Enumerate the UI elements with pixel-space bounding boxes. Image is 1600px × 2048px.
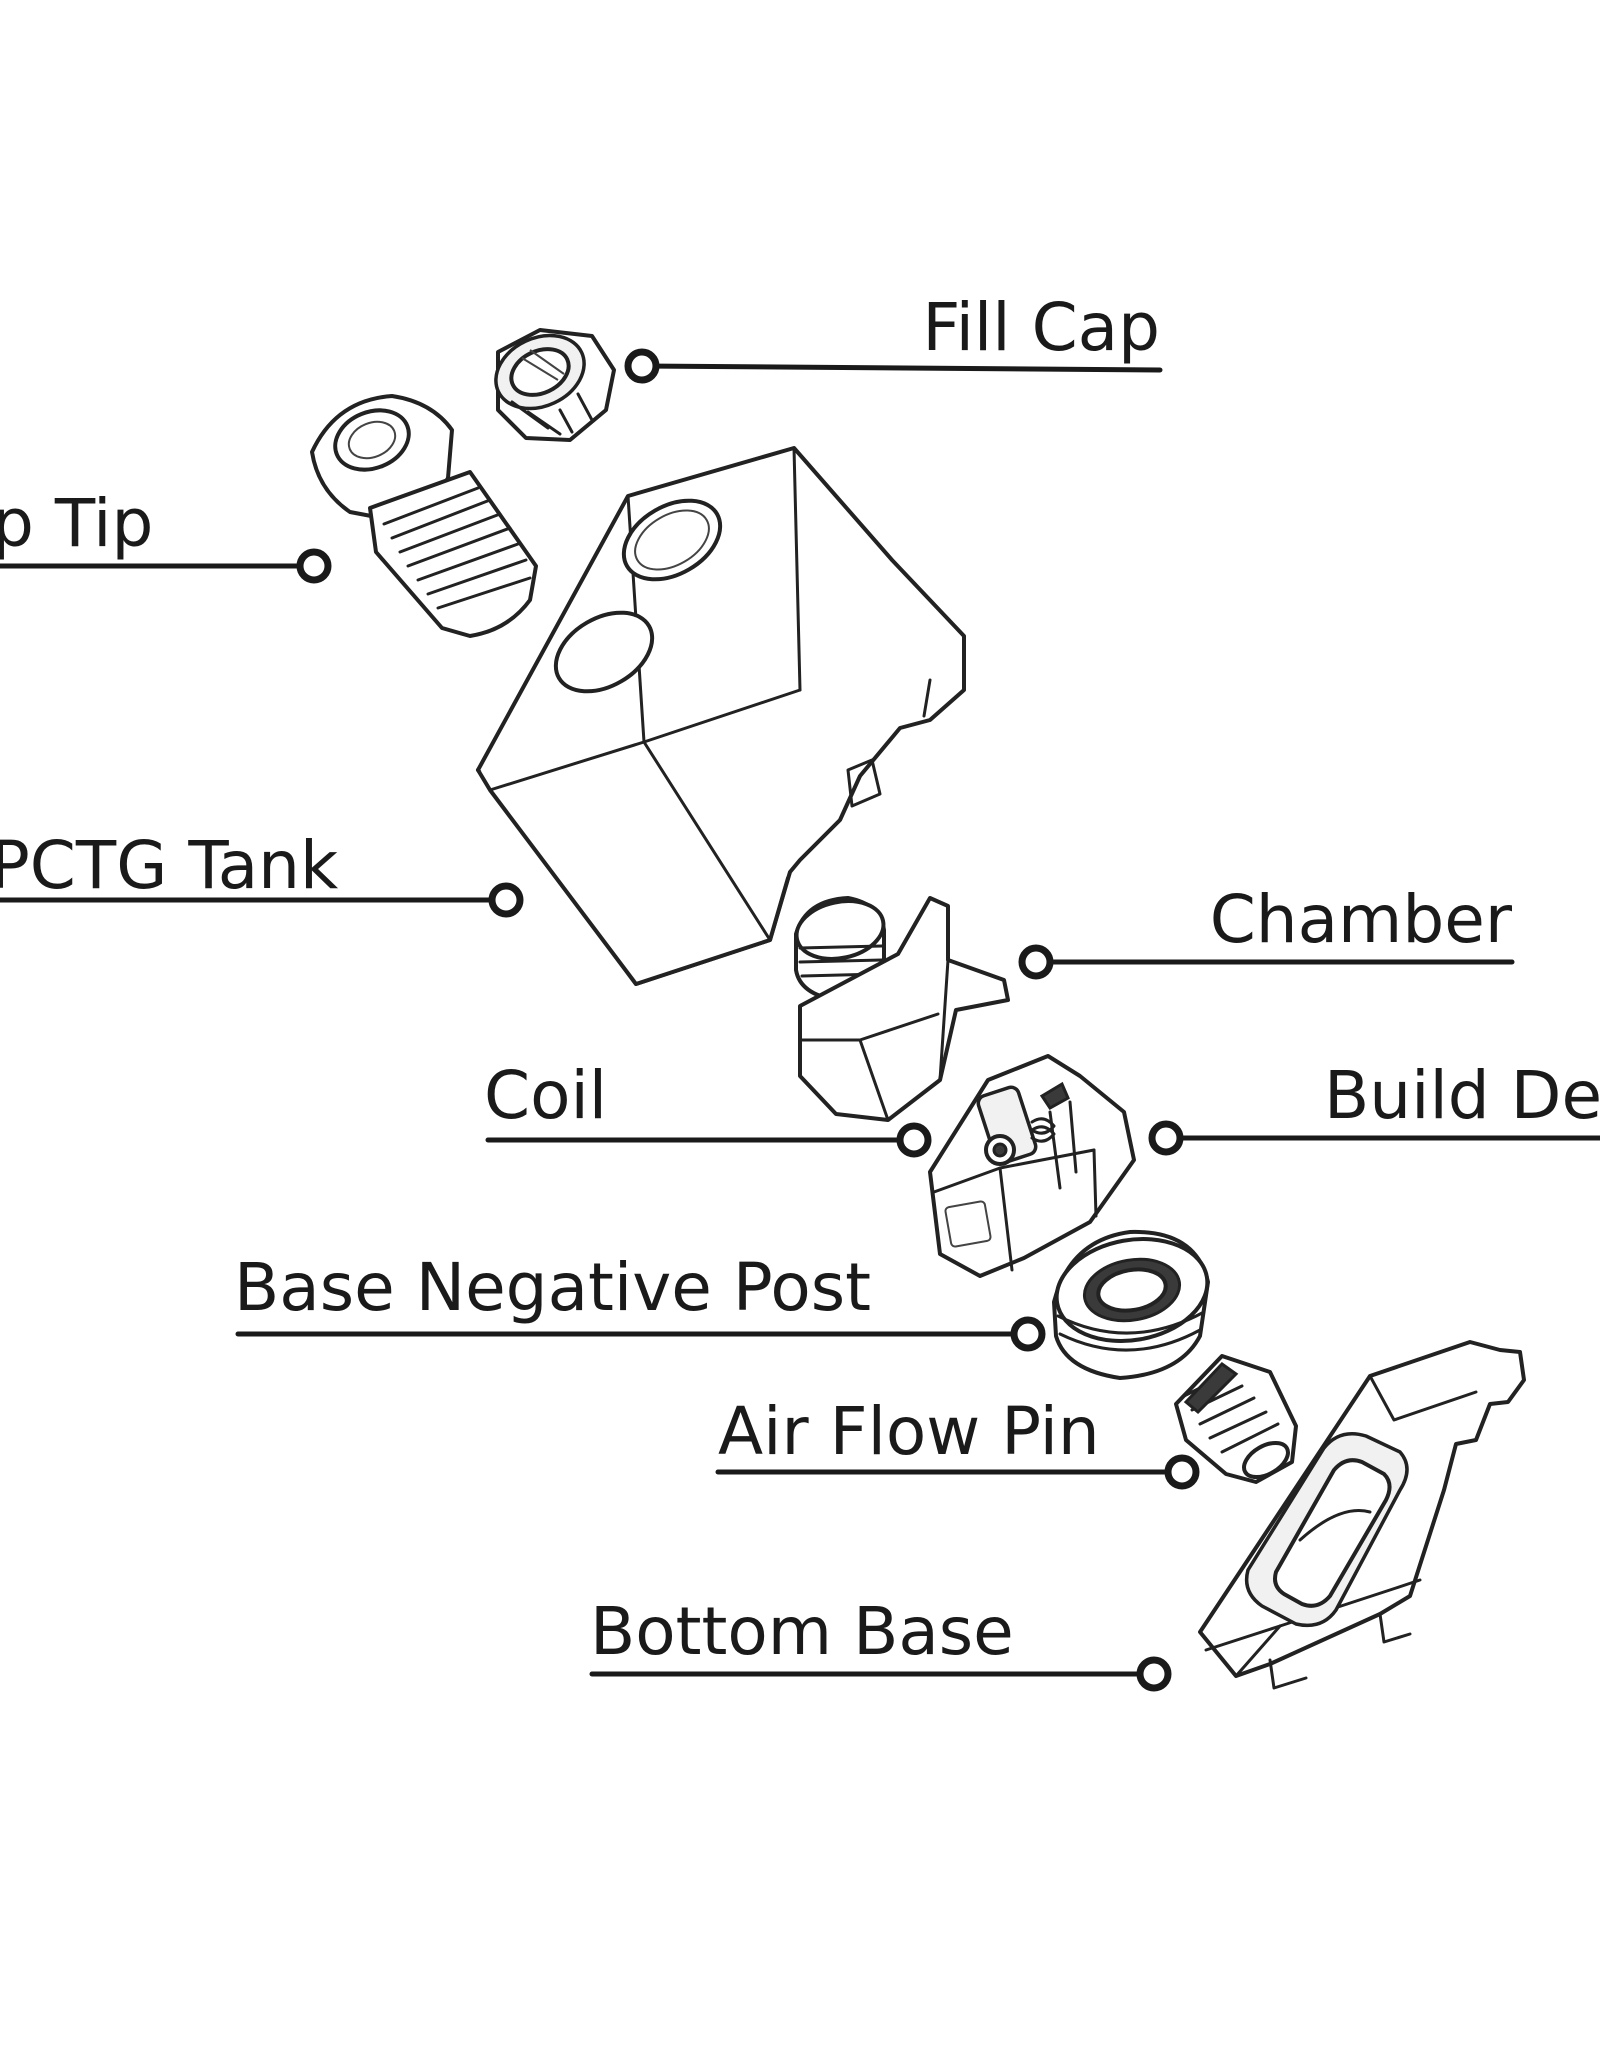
callout-labels: Fill Cap p Tip PCTG Tank Chamber Coil Bu… bbox=[0, 289, 1600, 1670]
leader-dot-base-negative-post bbox=[1010, 1316, 1046, 1352]
leader-dot-bottom-base bbox=[1136, 1656, 1172, 1692]
leader-dot-chamber bbox=[1018, 944, 1054, 980]
build-deck-part bbox=[928, 1054, 1136, 1278]
fill-cap-part bbox=[494, 328, 616, 442]
label-pctg-tank: PCTG Tank bbox=[0, 827, 339, 904]
label-build-deck: Build De bbox=[1324, 1057, 1600, 1134]
label-fill-cap: Fill Cap bbox=[922, 289, 1160, 366]
leader-dot-coil bbox=[896, 1122, 932, 1158]
bottom-base-part bbox=[1198, 1340, 1526, 1690]
label-bottom-base: Bottom Base bbox=[590, 1593, 1014, 1670]
leader-lines bbox=[0, 348, 1600, 1692]
leader-dot-air-flow-pin bbox=[1164, 1454, 1200, 1490]
label-air-flow-pin: Air Flow Pin bbox=[718, 1393, 1100, 1470]
label-coil: Coil bbox=[484, 1057, 607, 1134]
leader-fill-cap bbox=[639, 363, 1163, 373]
leader-dot-build-deck bbox=[1148, 1120, 1184, 1156]
pctg-tank-part bbox=[476, 446, 966, 986]
air-flow-pin-part bbox=[1174, 1354, 1298, 1484]
leader-dot-pctg-tank bbox=[488, 882, 524, 918]
label-base-negative-post: Base Negative Post bbox=[234, 1249, 871, 1326]
label-drip-tip: p Tip bbox=[0, 485, 153, 562]
label-chamber: Chamber bbox=[1210, 881, 1513, 958]
leader-dot-drip-tip bbox=[296, 548, 332, 584]
leader-dot-fill-cap bbox=[624, 348, 660, 384]
base-negative-post-part bbox=[1052, 1229, 1210, 1380]
drip-tip-part bbox=[310, 394, 538, 638]
chamber-part bbox=[794, 896, 1010, 1122]
